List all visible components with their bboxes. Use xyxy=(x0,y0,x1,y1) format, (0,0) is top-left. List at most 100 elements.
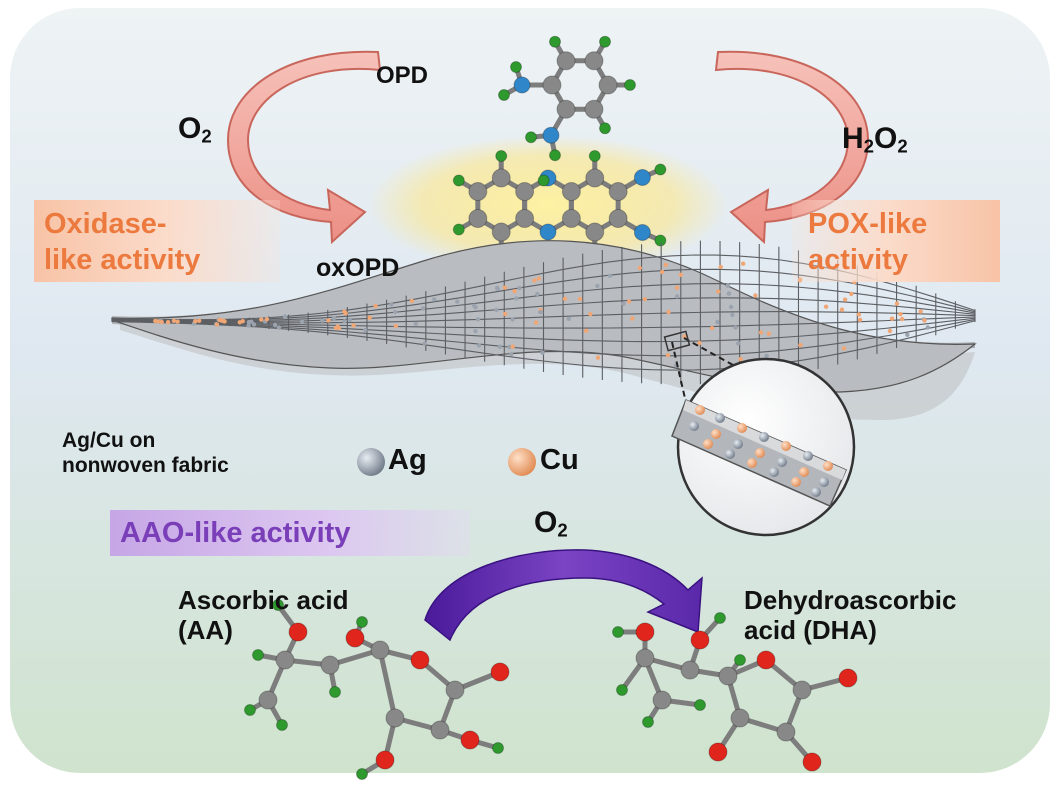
ag-particle xyxy=(689,421,699,431)
carbon-atom xyxy=(680,660,700,680)
nitrogen-atom xyxy=(633,224,651,241)
fabric-particle xyxy=(665,353,671,358)
oxygen-atom xyxy=(838,668,858,688)
fabric-particle xyxy=(272,322,278,328)
hydrogen-atom xyxy=(599,122,611,135)
fabric-particle xyxy=(367,315,372,320)
h2o2-label: H2O2 xyxy=(842,122,908,157)
oxopd-molecule xyxy=(452,150,667,260)
o2-bottom-label: O2 xyxy=(534,506,568,541)
carbon-atom xyxy=(584,51,604,71)
fabric-particle xyxy=(682,334,687,339)
legend-ag-ball xyxy=(357,448,385,476)
cu-particle xyxy=(791,477,801,487)
fabric-particle xyxy=(728,304,734,310)
fabric-particle xyxy=(320,318,325,323)
aao-arrow xyxy=(424,549,703,642)
carbon-atom xyxy=(385,708,405,728)
fabric-particle xyxy=(510,344,515,349)
oxygen-atom xyxy=(410,650,430,670)
carbon-atom xyxy=(515,182,535,201)
fabric-particle xyxy=(595,283,600,289)
pox-line1: POX-like xyxy=(808,208,928,240)
hydrogen-atom xyxy=(252,649,264,661)
fabric-particle xyxy=(630,316,635,321)
cu-particle xyxy=(695,405,705,415)
hydrogen-atom xyxy=(642,716,654,728)
h2o2-arrow xyxy=(714,50,870,245)
ag-particle xyxy=(733,439,743,449)
fabric-particle xyxy=(566,316,571,321)
hydrogen-atom xyxy=(537,174,550,187)
legend-ag-label: Ag xyxy=(388,444,427,476)
cu-particle xyxy=(823,461,833,471)
fabric-particle xyxy=(351,323,356,328)
fabric-particle xyxy=(678,272,684,277)
carbon-atom xyxy=(275,650,295,670)
oxygen-atom xyxy=(690,630,710,650)
carbon-atom xyxy=(585,222,605,242)
carbon-atom xyxy=(776,722,796,742)
carbon-atom xyxy=(652,690,672,710)
fabric-particle xyxy=(507,344,512,350)
fabric-particle xyxy=(264,317,270,322)
dha-molecule xyxy=(612,612,858,772)
fabric-particle xyxy=(171,318,177,323)
fabric-particle xyxy=(393,323,398,329)
hydrogen-atom xyxy=(714,612,726,624)
fabric-particle xyxy=(494,307,499,313)
hydrogen-atom xyxy=(616,684,628,696)
carbon-atom xyxy=(370,640,390,660)
fabric-particle xyxy=(342,319,347,324)
hydrogen-atom xyxy=(356,616,368,628)
fabric-particle xyxy=(409,298,415,304)
fabric-particle xyxy=(577,296,583,302)
ag-particle xyxy=(715,413,725,423)
fabric-particle xyxy=(540,350,545,355)
mesh-fiber xyxy=(111,297,976,323)
fabric-particle xyxy=(214,322,220,327)
carbon-atom xyxy=(556,99,576,119)
hydrogen-atom xyxy=(624,79,636,91)
carbon-atom xyxy=(584,99,604,119)
fabric-particle xyxy=(175,319,180,324)
carbon-atom xyxy=(608,209,628,228)
fabric-particle xyxy=(497,344,503,349)
hydrogen-atom xyxy=(272,599,284,611)
fabric-particle xyxy=(512,289,517,294)
oxygen-atom xyxy=(708,742,728,762)
hydrogen-atom xyxy=(549,149,561,162)
hydrogen-atom xyxy=(356,768,368,780)
carbon-atom xyxy=(542,75,562,95)
fabric-particle xyxy=(738,356,743,362)
ag-particle xyxy=(777,457,787,467)
fabric-particle xyxy=(299,319,305,324)
carbon-atom xyxy=(598,75,618,95)
fabric-particle xyxy=(538,310,544,315)
carbon-atom xyxy=(635,648,655,668)
oxygen-atom xyxy=(756,650,776,670)
fabric-particle xyxy=(918,309,923,314)
bond xyxy=(377,647,398,721)
pox-line2: activity xyxy=(808,244,908,277)
ascorbic-acid-label: Ascorbic acid (AA) xyxy=(178,585,349,645)
ag-particle xyxy=(803,451,813,461)
fabric-particle xyxy=(259,317,264,322)
fabric-particle xyxy=(222,319,227,324)
fabric-particle xyxy=(509,352,514,357)
fabric-particle xyxy=(856,312,862,317)
fabric-particle xyxy=(476,343,482,348)
fabric-particle xyxy=(533,320,539,325)
carbon-atom xyxy=(718,666,738,686)
hydrogen-atom xyxy=(694,699,706,711)
fabric-particle xyxy=(251,322,257,327)
hydrogen-atom xyxy=(244,704,256,716)
fabric-particle xyxy=(502,285,508,290)
cu-particle xyxy=(755,448,765,458)
fabric-particle xyxy=(165,320,171,325)
nitrogen-atom xyxy=(542,126,560,144)
fabric-particle xyxy=(475,317,481,322)
carbon-atom xyxy=(491,168,511,188)
fabric-particle xyxy=(535,291,540,297)
